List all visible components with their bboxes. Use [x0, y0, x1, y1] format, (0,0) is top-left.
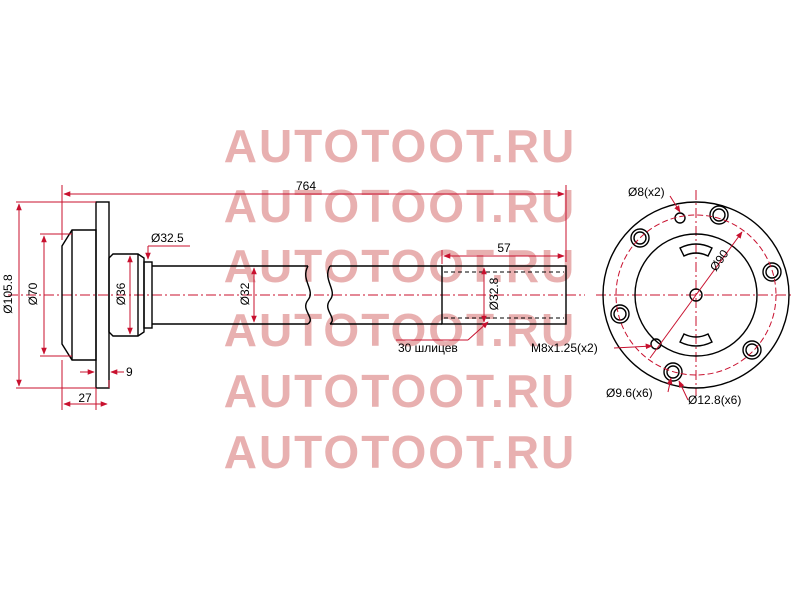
label-flange-thickness: 9 [126, 365, 133, 379]
watermark: AUTOTOOT.RU AUTOTOOT.RU AUTOTOOT.RU AUTO… [224, 120, 577, 478]
spline-section [441, 265, 567, 325]
stud-hole-2 [762, 262, 782, 282]
label-counterbore: Ø12.8(x6) [688, 393, 741, 407]
lower-slot [679, 333, 713, 347]
label-flange-outer-dia: Ø105.8 [1, 274, 15, 314]
leader-stud-holes [666, 377, 673, 393]
label-spline-count: 30 шлицев [398, 341, 458, 355]
small-hole-upper [674, 212, 686, 224]
dim-line-90 [695, 231, 743, 296]
label-bore-dia: Ø36 [114, 282, 128, 305]
label-stud-holes: Ø9.6(x6) [606, 386, 653, 400]
watermark-line-2: AUTOTOOT.RU [224, 180, 577, 232]
stud-hole-4 [663, 362, 683, 382]
bearing-collar [108, 253, 145, 337]
watermark-line-4: AUTOTOOT.RU [224, 304, 577, 356]
label-thread: M8x1.25(x2) [531, 341, 598, 355]
flange-outer-circle [602, 201, 790, 389]
break-line-right [327, 265, 333, 325]
label-small-holes: Ø8(x2) [628, 185, 665, 199]
label-seat-dia: Ø32.5 [151, 231, 184, 245]
bearing-seat [143, 261, 153, 329]
label-shaft-dia: Ø32 [238, 282, 252, 305]
leader-small-holes [669, 195, 681, 213]
watermark-line-1: AUTOTOOT.RU [224, 120, 577, 172]
spline-hatch [444, 271, 564, 319]
upper-slot [679, 243, 713, 257]
watermark-line-6: AUTOTOOT.RU [224, 426, 577, 478]
end-view: Ø8(x2) Ø90 M8x1.25(x2) Ø9.6(x6) Ø12.8(x6… [531, 185, 794, 407]
label-spline-length: 57 [497, 241, 511, 255]
break-line-left [305, 265, 311, 325]
spline-count-leader [467, 321, 489, 341]
side-dimension-labels: 764 Ø105.8 Ø70 Ø36 Ø32.5 Ø32 57 Ø32.8 30… [1, 179, 511, 405]
label-spline-dia: Ø32.8 [487, 277, 501, 310]
flange-inner-circle [634, 233, 758, 357]
shaft-body [152, 265, 442, 325]
stud-hole-1 [709, 205, 729, 225]
shaft-outline [61, 201, 567, 389]
leader-counterbore [678, 380, 689, 401]
side-dimensions [16, 185, 567, 410]
stud-hole-3 [742, 340, 762, 360]
bolt-circle [615, 214, 777, 376]
label-hub-dia: Ø70 [26, 282, 40, 305]
side-view: 764 Ø105.8 Ø70 Ø36 Ø32.5 Ø32 57 Ø32.8 30… [1, 179, 585, 410]
label-overall-length: 764 [296, 179, 316, 193]
stud-hole-6 [630, 228, 650, 248]
center-boss [689, 288, 703, 302]
leader-thread [613, 343, 653, 350]
label-hub-length: 27 [78, 391, 92, 405]
watermark-line-5: AUTOTOOT.RU [224, 365, 577, 417]
